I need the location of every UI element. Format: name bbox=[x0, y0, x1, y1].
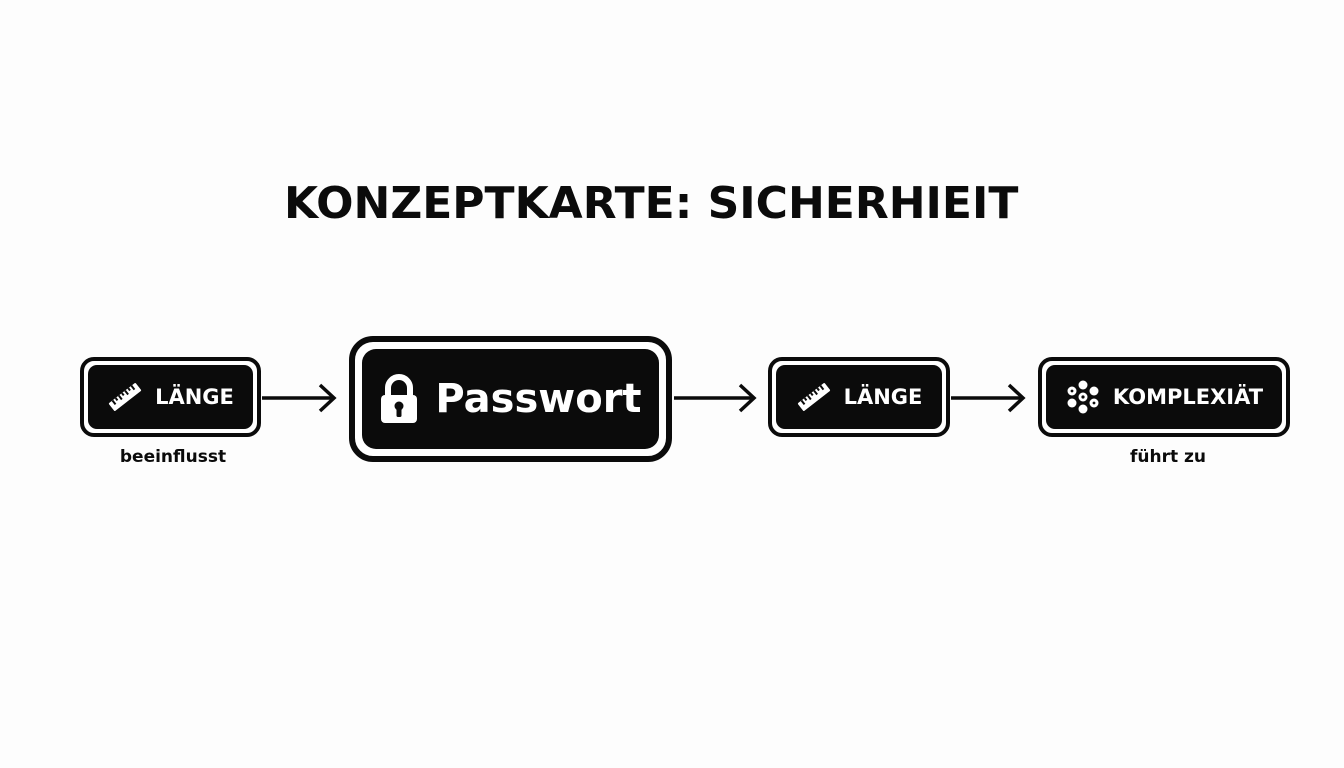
node-laenge-left-label: LÄNGE bbox=[155, 385, 234, 409]
node-passwort: Passwort bbox=[349, 336, 672, 462]
arrow-laenge-to-komplexitaet bbox=[951, 383, 1026, 413]
node-passwort-label: Passwort bbox=[435, 376, 642, 422]
node-laenge-left: LÄNGE bbox=[80, 357, 261, 437]
ruler-icon bbox=[796, 382, 832, 412]
caption-beeinflusst: beeinflusst bbox=[119, 447, 227, 467]
lock-icon bbox=[379, 373, 419, 425]
diagram-title: KONZEPTKARTE: SICHERHIEIT bbox=[284, 178, 1019, 229]
node-laenge-right-label: LÄNGE bbox=[843, 385, 923, 409]
node-komplexitaet-label: KOMPLEXIÄT bbox=[1112, 385, 1264, 409]
caption-fuehrt-zu: führt zu bbox=[1129, 447, 1207, 467]
ruler-icon bbox=[107, 382, 143, 412]
node-komplexitaet: KOMPLEXIÄT bbox=[1038, 357, 1290, 437]
arrow-passwort-to-laenge bbox=[674, 383, 757, 413]
node-laenge-right: LÄNGE bbox=[768, 357, 950, 437]
cluster-icon bbox=[1065, 380, 1101, 414]
arrow-laenge-to-passwort bbox=[262, 383, 337, 413]
